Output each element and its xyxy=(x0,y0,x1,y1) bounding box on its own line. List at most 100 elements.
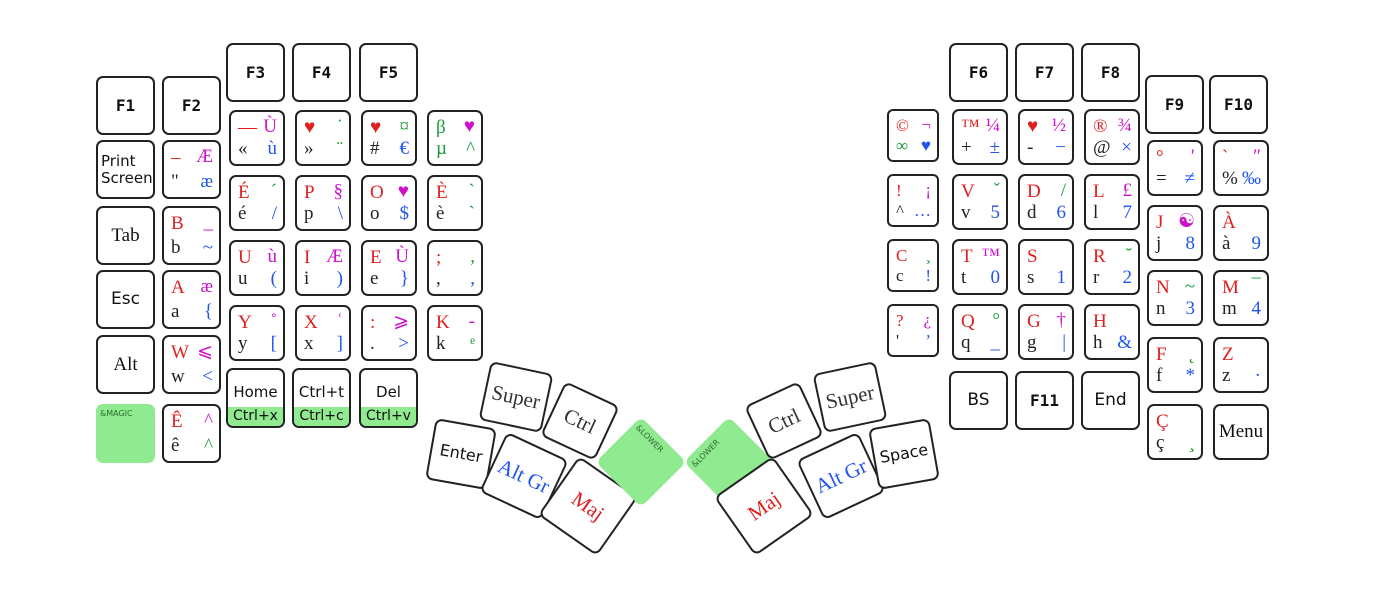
key-b-br-char: ~ xyxy=(202,237,213,258)
key-ne-br-char: ≠ xyxy=(1184,168,1195,189)
f10-key[interactable]: F10 xyxy=(1209,75,1268,134)
super-left-key[interactable]: Super xyxy=(478,361,554,433)
key-p-key[interactable]: P§p\ xyxy=(295,175,351,231)
key-v-bl-char: v xyxy=(961,202,971,223)
key-ne-key[interactable]: °′=≠ xyxy=(1147,140,1203,196)
bs-key[interactable]: BS xyxy=(949,371,1008,430)
key-o-key[interactable]: O♥o$ xyxy=(361,175,417,231)
key-i-bl-char: i xyxy=(304,268,310,289)
key-colon-key[interactable]: :⩾.> xyxy=(361,305,417,361)
enter-label: Enter xyxy=(438,440,484,467)
key-b-key[interactable]: B_b~ xyxy=(162,206,221,265)
key-h-tl-char: H xyxy=(1093,311,1107,332)
key-ugrave-key[interactable]: —Ù«ù xyxy=(229,110,285,166)
key-y-key[interactable]: Y˚y[ xyxy=(229,305,285,361)
f7-key[interactable]: F7 xyxy=(1015,43,1074,102)
key-j-tl-char: J xyxy=(1156,212,1164,233)
print-screen-key[interactable]: Print Screen xyxy=(96,140,155,199)
maj-right-label: Maj xyxy=(743,486,785,526)
key-q-bl-char: q xyxy=(961,332,971,353)
key-e-tl-char: E xyxy=(370,247,382,268)
key-ecirc-tr-char: ^ xyxy=(204,410,213,431)
f5-key[interactable]: F5 xyxy=(359,43,418,102)
key-semicolon-key[interactable]: ;,,, xyxy=(427,240,483,296)
lower-right-label: &LOWER xyxy=(690,437,722,470)
key-question-key[interactable]: ?¿'’ xyxy=(887,304,939,357)
key-u-tr-char: ù xyxy=(267,246,278,267)
key-w-key[interactable]: W⩽w< xyxy=(162,335,221,394)
key-registered-br-char: × xyxy=(1121,137,1132,158)
key-registered-key[interactable]: ®¾@× xyxy=(1084,109,1140,165)
key-egrave-key[interactable]: È`è` xyxy=(427,175,483,231)
key-ecirc-key[interactable]: Ê^ê^ xyxy=(162,404,221,463)
key-percent-tr-char: ″ xyxy=(1253,146,1261,167)
key-f-key[interactable]: F˛f* xyxy=(1147,337,1203,393)
key-semicolon-tl-char: ; xyxy=(436,247,442,268)
key-m-tr-char: ¯ xyxy=(1251,276,1262,297)
key-q-key[interactable]: Q°q_ xyxy=(952,304,1008,360)
key-question-br-char: ’ xyxy=(925,331,931,350)
menu-key[interactable]: Menu xyxy=(1213,404,1269,460)
esc-key[interactable]: Esc xyxy=(96,270,155,329)
key-euro-key[interactable]: ♥¤#€ xyxy=(361,110,417,166)
f11-key[interactable]: F11 xyxy=(1015,371,1074,430)
key-f-br-char: * xyxy=(1185,365,1196,386)
key-beta-key[interactable]: β♥µ^ xyxy=(427,110,483,166)
key-half-tl-char: ♥ xyxy=(1027,116,1039,137)
super-right-key[interactable]: Super xyxy=(812,361,888,433)
key-excl-key[interactable]: !¡^… xyxy=(887,174,939,227)
f8-key[interactable]: F8 xyxy=(1081,43,1140,102)
f9-key[interactable]: F9 xyxy=(1145,75,1204,134)
key-a-br-char: { xyxy=(203,301,213,322)
key-s-tl-char: S xyxy=(1027,246,1038,267)
key-ae-key[interactable]: –Æ"æ xyxy=(162,140,221,199)
key-colon-br-char: > xyxy=(398,333,409,354)
end-key[interactable]: End xyxy=(1081,371,1140,430)
f10-label: F10 xyxy=(1224,94,1253,114)
f2-key[interactable]: F2 xyxy=(162,76,221,135)
key-heart-key[interactable]: ♥˙»¨ xyxy=(295,110,351,166)
key-percent-key[interactable]: `″%‰ xyxy=(1213,140,1269,196)
f4-key[interactable]: F4 xyxy=(292,43,351,102)
f3-key[interactable]: F3 xyxy=(226,43,285,102)
key-half-key[interactable]: ♥½-− xyxy=(1018,109,1074,165)
key-q-tl-char: Q xyxy=(961,311,975,332)
tab-key[interactable]: Tab xyxy=(96,206,155,265)
print-screen-label: Print Screen xyxy=(101,151,153,187)
alt-key[interactable]: Alt xyxy=(96,335,155,394)
key-c-key[interactable]: C¸c! xyxy=(887,239,939,292)
magic-key[interactable]: &MAGIC xyxy=(96,404,155,463)
f6-key[interactable]: F6 xyxy=(949,43,1008,102)
key-tm-tr-char: ¼ xyxy=(985,115,1000,136)
key-a-tr-char: æ xyxy=(200,276,213,297)
key-eacute-br-char: / xyxy=(271,203,277,224)
key-copyright-key[interactable]: ©¬∞♥ xyxy=(887,109,939,162)
f1-key[interactable]: F1 xyxy=(96,76,155,135)
key-g-key[interactable]: G†g| xyxy=(1018,304,1074,360)
space-key[interactable]: Space xyxy=(868,418,940,490)
